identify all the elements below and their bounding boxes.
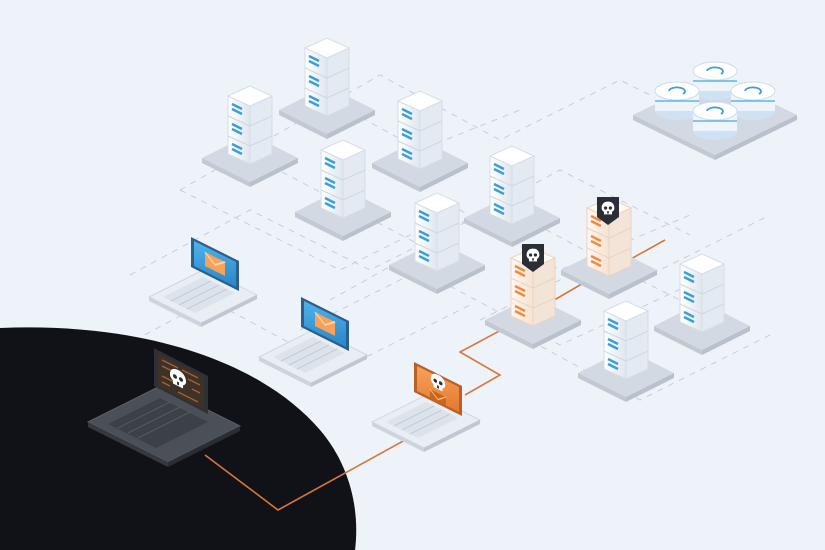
envelope-icon [429, 388, 447, 407]
database-cluster [633, 61, 797, 160]
database-disk [692, 101, 738, 140]
database-disk [692, 61, 738, 100]
database-disk [654, 81, 700, 120]
database-disk [730, 81, 776, 120]
laptop-clean [258, 297, 368, 388]
attacker-laptop [86, 348, 242, 467]
sync-icon [668, 86, 686, 95]
sync-icon [706, 106, 724, 115]
sync-icon [706, 66, 724, 75]
sync-icon [744, 86, 762, 95]
laptop-clean [148, 237, 258, 328]
laptop-infected [371, 362, 481, 453]
